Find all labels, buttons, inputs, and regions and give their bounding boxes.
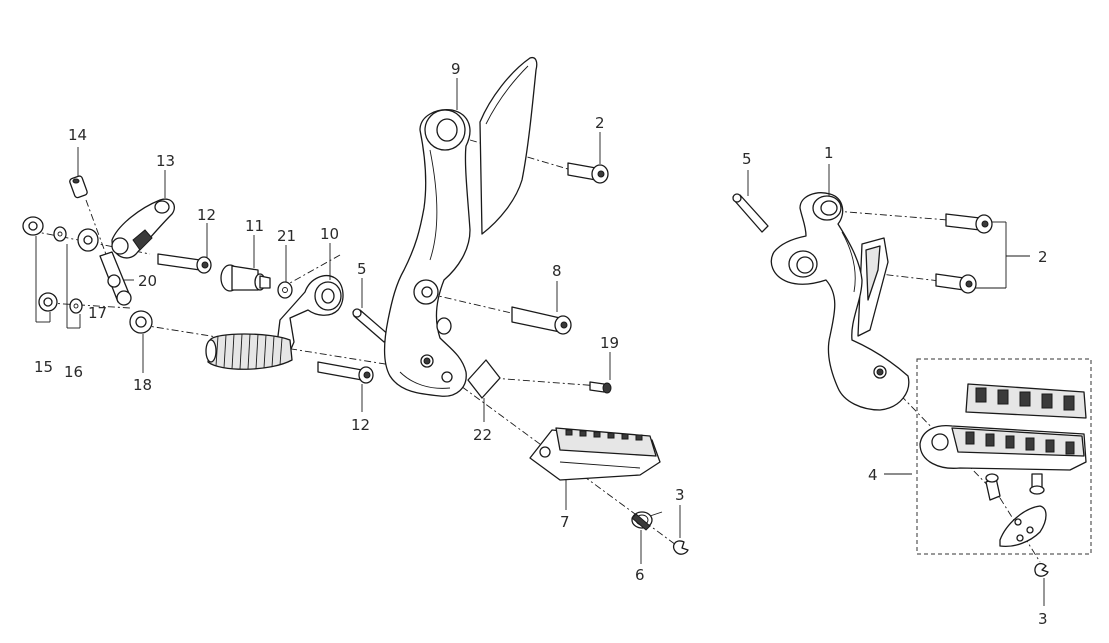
callout-14: 14 <box>68 126 87 144</box>
callout-5-right: 5 <box>742 150 752 168</box>
part-7-footpeg <box>529 427 661 481</box>
callout-6: 6 <box>635 566 645 584</box>
callout-3-left: 3 <box>675 486 685 504</box>
part-12-bolt-top <box>157 253 212 274</box>
callout-12-top: 12 <box>197 206 216 224</box>
part-12-bolt-bottom <box>317 361 374 384</box>
callout-2-left: 2 <box>595 114 605 132</box>
leader-lines <box>35 78 1045 606</box>
assembly-lines <box>31 139 1041 563</box>
part-4-footpeg-assembly <box>919 383 1087 548</box>
part-2-bolts-right <box>935 213 993 294</box>
callout-20: 20 <box>138 272 157 290</box>
callout-7: 7 <box>560 513 570 531</box>
part-3-clip-left <box>672 540 689 555</box>
callout-4: 4 <box>868 466 878 484</box>
callout-3-right: 3 <box>1038 610 1048 628</box>
part-6-spring <box>631 511 663 531</box>
part-14-bolt <box>69 175 88 199</box>
part-10-shift-lever <box>275 275 344 357</box>
callout-9: 9 <box>451 60 461 78</box>
part-18-bushing-top <box>77 228 99 252</box>
callout-2-right: 2 <box>1038 248 1048 266</box>
part-21-washer <box>277 281 293 299</box>
part-17-washer <box>69 298 83 314</box>
callout-labels: 14 13 12 11 21 10 5 9 2 8 19 22 12 18 15… <box>34 60 1048 628</box>
part-18-bushing <box>129 310 153 334</box>
part-1-right-bracket <box>770 192 910 411</box>
callout-18: 18 <box>133 376 152 394</box>
callout-19: 19 <box>600 334 619 352</box>
part-13-shift-arm <box>111 198 175 259</box>
callout-5-left: 5 <box>357 260 367 278</box>
part-11-pivot-bolt <box>220 264 271 292</box>
callout-8: 8 <box>552 262 562 280</box>
callout-15: 15 <box>34 358 53 376</box>
part-16-washer-top <box>53 226 67 242</box>
callout-21: 21 <box>277 227 296 245</box>
callout-11: 11 <box>245 217 264 235</box>
callout-10: 10 <box>320 225 339 243</box>
part-8-bolt <box>511 306 572 335</box>
part-3-clip-right <box>1034 562 1049 577</box>
part-22-plate <box>467 359 501 399</box>
part-9-main-bracket <box>383 56 538 397</box>
callout-13: 13 <box>156 152 175 170</box>
callout-22: 22 <box>473 426 492 444</box>
part-5-pin-right <box>732 193 769 233</box>
part-4-group-box <box>916 358 1092 555</box>
callout-1: 1 <box>824 144 834 162</box>
callout-12-bottom: 12 <box>351 416 370 434</box>
part-2-bolt-left <box>567 162 609 184</box>
part-20-link-rod <box>99 251 132 306</box>
callout-17: 17 <box>88 304 107 322</box>
part-5-pin-left <box>352 308 391 343</box>
shift-peg-rubber <box>205 333 293 370</box>
part-15-nut-top <box>22 216 44 236</box>
part-15-nut-bottom <box>38 292 58 312</box>
part-19-screw <box>589 381 612 394</box>
callout-16: 16 <box>64 363 83 381</box>
